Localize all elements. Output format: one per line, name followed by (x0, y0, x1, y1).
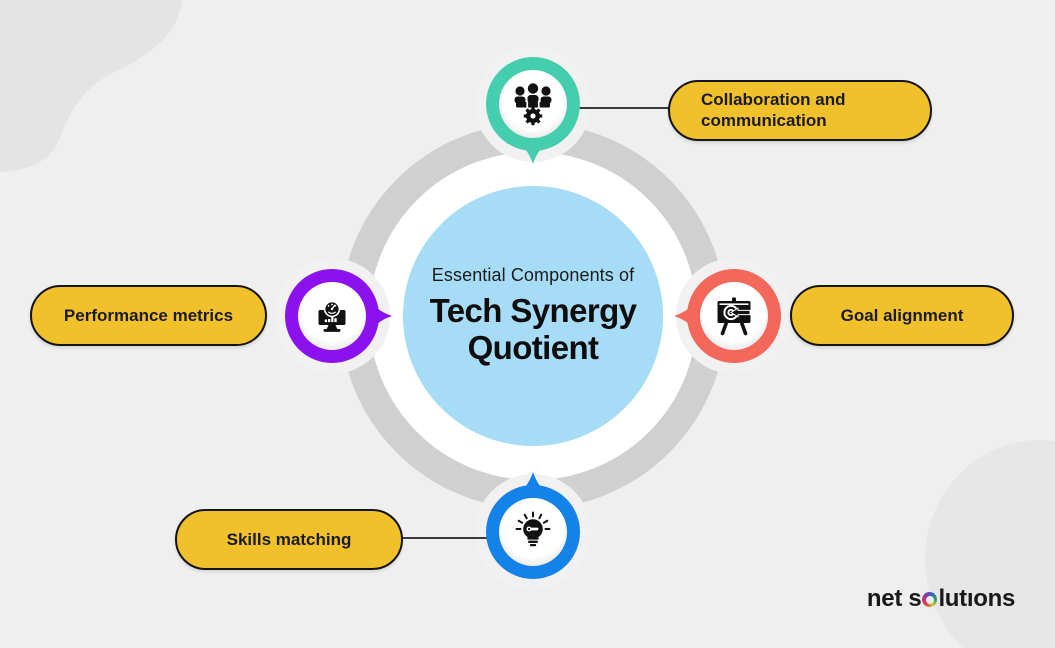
center-eyebrow: Essential Components of (431, 265, 635, 286)
performance-marker (285, 269, 392, 363)
center-title-line1: Tech Synergy (429, 292, 637, 330)
connector-top (577, 107, 672, 109)
gauge-monitor-icon (318, 300, 346, 332)
skills-marker (486, 472, 580, 579)
net-solutions-logo: net s lutıons (867, 585, 1015, 613)
performance-metrics-pill: Performance metrics (30, 285, 267, 346)
center-circle: Essential Components of Tech Synergy Quo… (403, 186, 663, 446)
people-gear-icon (514, 83, 552, 126)
background-blob-bottom-right (925, 440, 1055, 648)
logo-text-pre: net s (866, 585, 922, 612)
center-title-line2: Quotient (467, 329, 599, 366)
logo-text-post: lutıons (938, 585, 1015, 612)
collaboration-pill: Collaboration and communication (668, 80, 932, 141)
lightbulb-icon (515, 511, 551, 547)
collaboration-marker (486, 57, 580, 164)
goal-alignment-pill: Goal alignment (790, 285, 1014, 346)
target-board-icon (717, 297, 751, 336)
skills-matching-pill: Skills matching (175, 509, 403, 570)
background-blob-top-left (0, 0, 182, 172)
logo-color-ring-icon (922, 592, 938, 607)
goal-marker (674, 269, 781, 363)
connector-bottom (400, 537, 490, 539)
center-title: Tech Synergy Quotient (429, 292, 637, 367)
